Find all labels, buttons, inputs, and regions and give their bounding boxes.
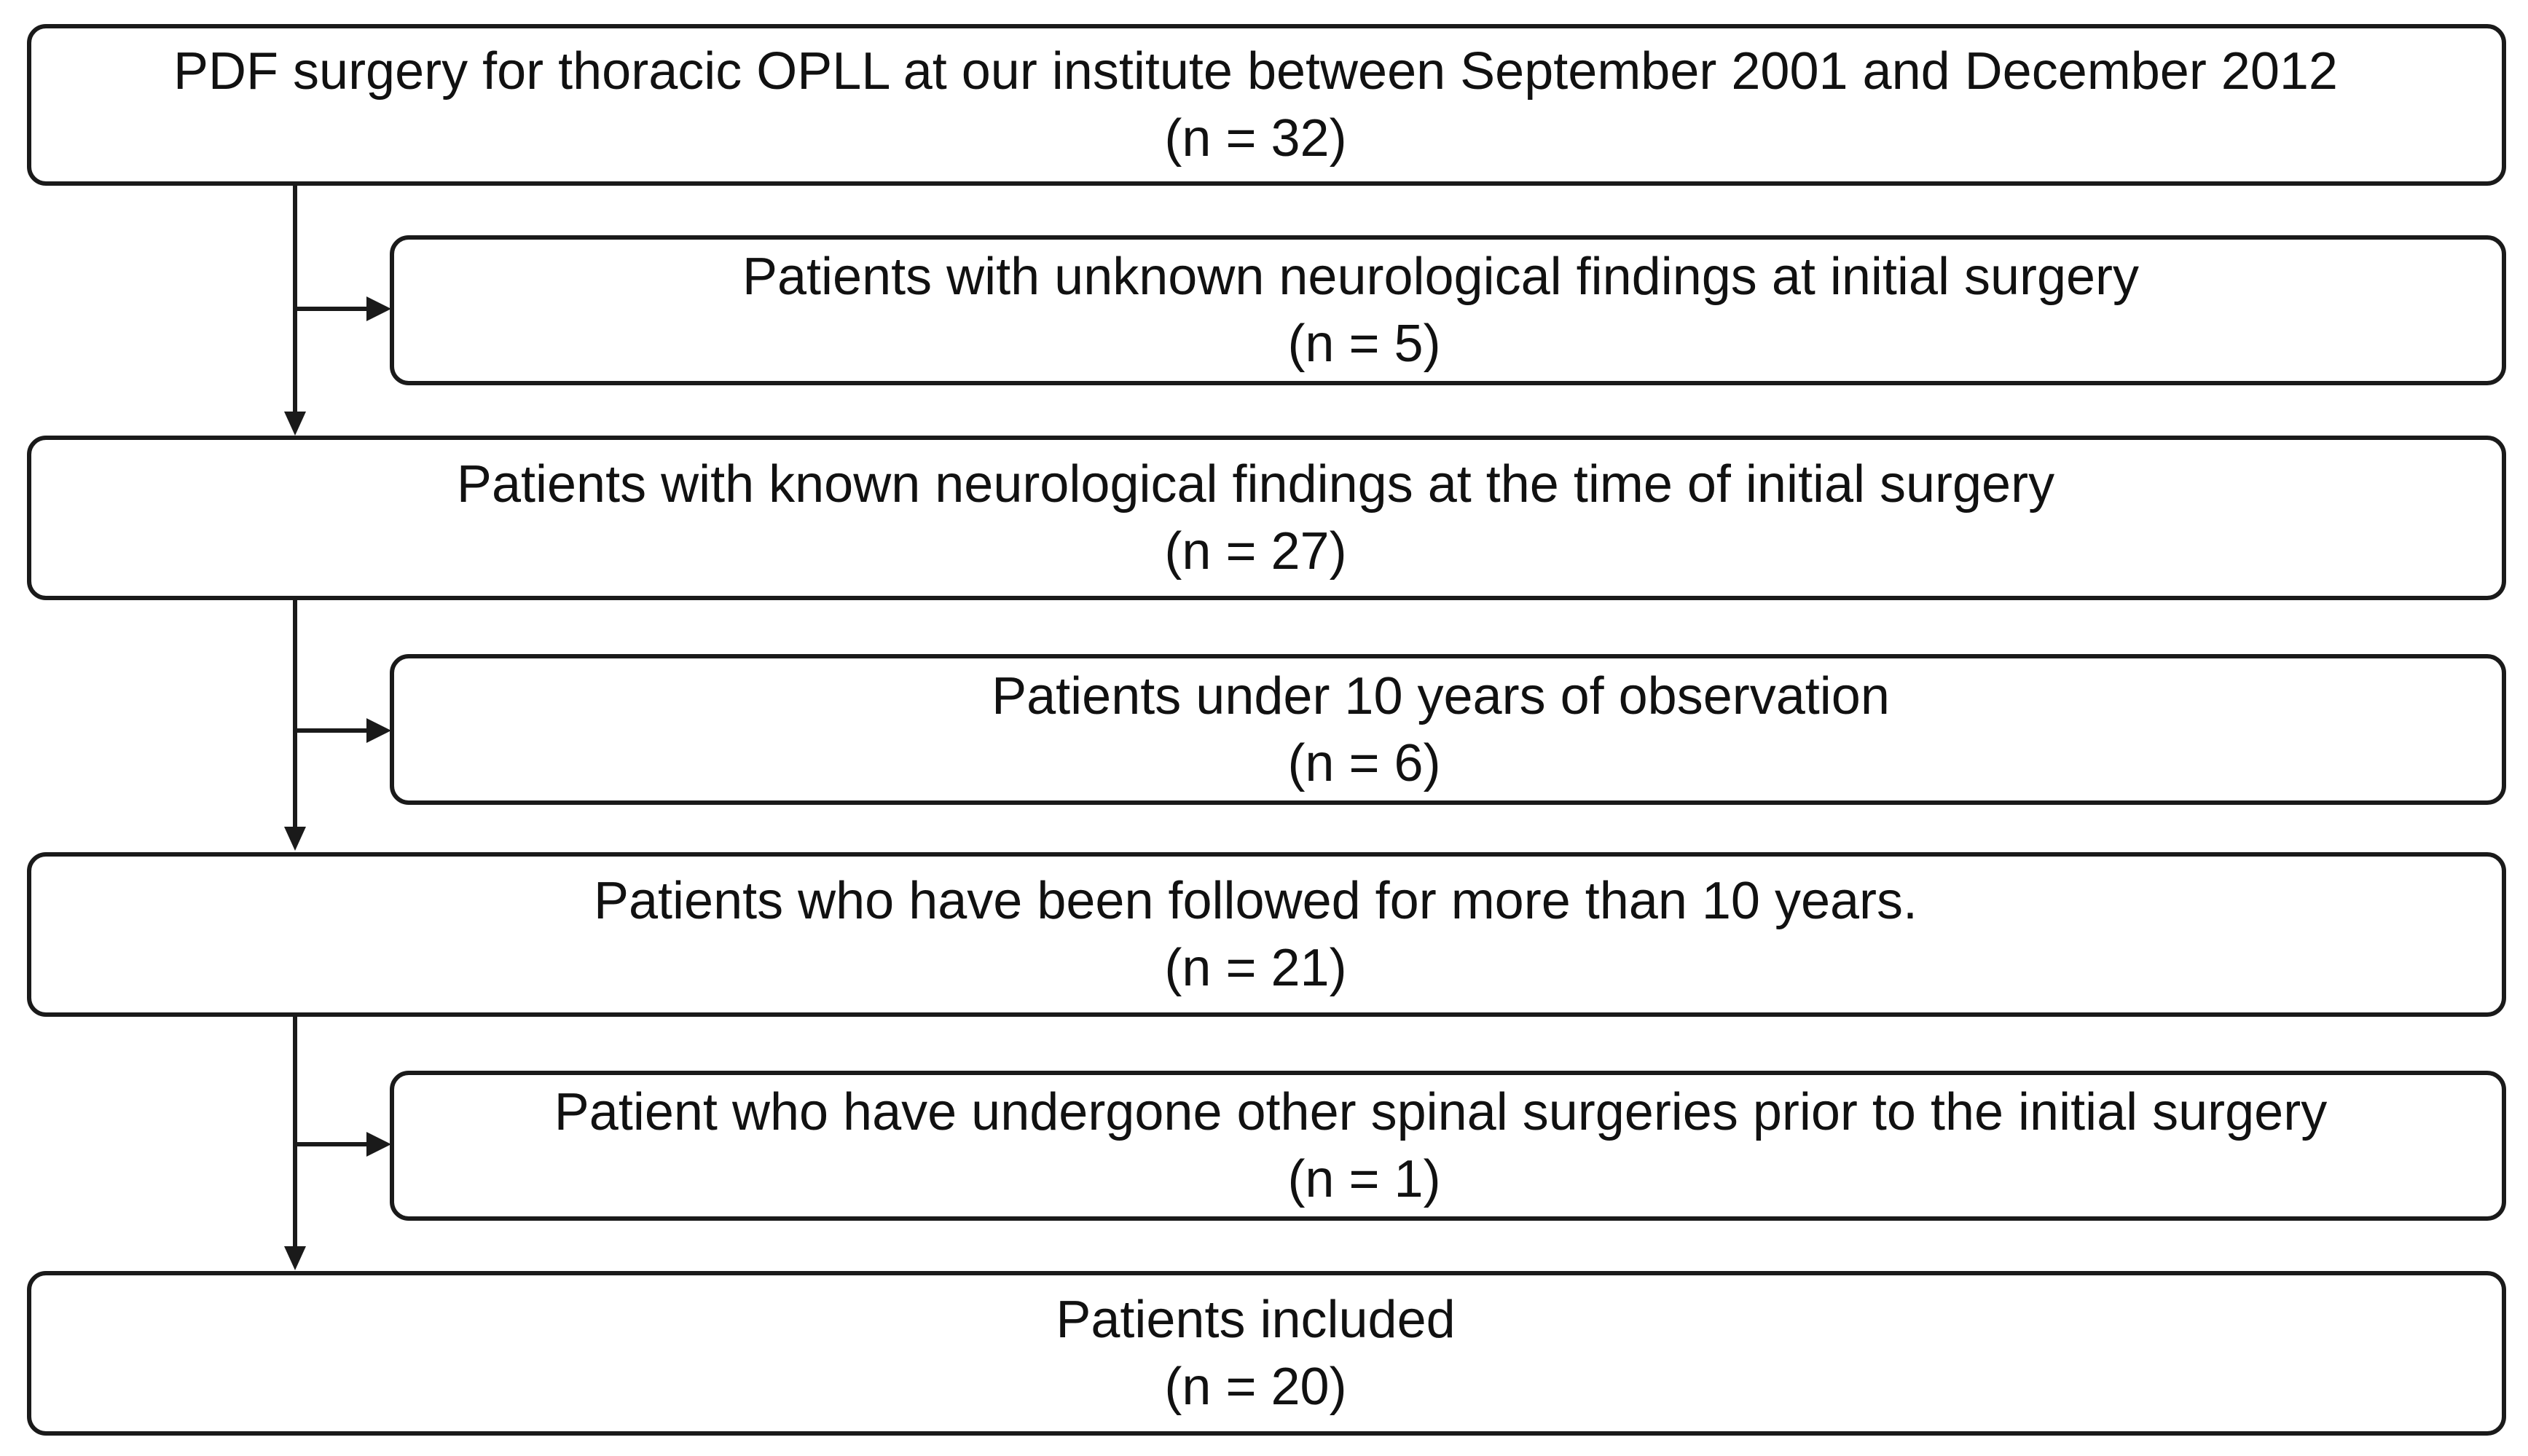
main-box-known-findings-text: Patients with known neurological finding… [456, 455, 2055, 513]
arrow-down-3 [284, 1246, 306, 1270]
exclusion-box-under-observation-count: (n = 6) [1287, 733, 1441, 792]
exclusion-box-other-surgeries-count: (n = 1) [1287, 1150, 1441, 1208]
main-box-known-findings: Patients with known neurological finding… [27, 436, 2506, 600]
exclusion-box-unknown-findings-text: Patients with unknown neurological findi… [742, 248, 2140, 306]
arrow-right-3 [366, 1132, 391, 1157]
exclusion-box-unknown-findings-count: (n = 5) [1287, 315, 1441, 373]
arrow-down-1 [284, 412, 306, 436]
exclusion-box-unknown-findings: Patients with unknown neurological findi… [390, 235, 2506, 385]
exclusion-box-other-surgeries-text: Patient who have undergone other spinal … [554, 1083, 2328, 1141]
arrow-right-1 [366, 296, 391, 321]
main-box-followed-count: (n = 21) [1164, 939, 1347, 997]
main-box-known-findings-count: (n = 27) [1164, 522, 1347, 581]
main-box-included: Patients included (n = 20) [27, 1271, 2506, 1436]
main-box-total-text: PDF surgery for thoracic OPLL at our ins… [173, 42, 2338, 101]
exclusion-box-other-surgeries: Patient who have undergone other spinal … [390, 1071, 2506, 1221]
arrow-down-2 [284, 827, 306, 851]
exclusion-box-under-observation-text: Patients under 10 years of observation [992, 666, 1890, 725]
main-box-included-count: (n = 20) [1164, 1358, 1347, 1416]
main-box-followed-text: Patients who have been followed for more… [593, 872, 1918, 930]
arrow-right-2 [366, 718, 391, 743]
exclusion-box-under-observation: Patients under 10 years of observation (… [390, 654, 2506, 805]
main-box-included-text: Patients included [1056, 1291, 1456, 1349]
main-box-followed: Patients who have been followed for more… [27, 852, 2506, 1017]
main-box-total: PDF surgery for thoracic OPLL at our ins… [27, 24, 2506, 186]
main-box-total-count: (n = 32) [1164, 109, 1347, 168]
